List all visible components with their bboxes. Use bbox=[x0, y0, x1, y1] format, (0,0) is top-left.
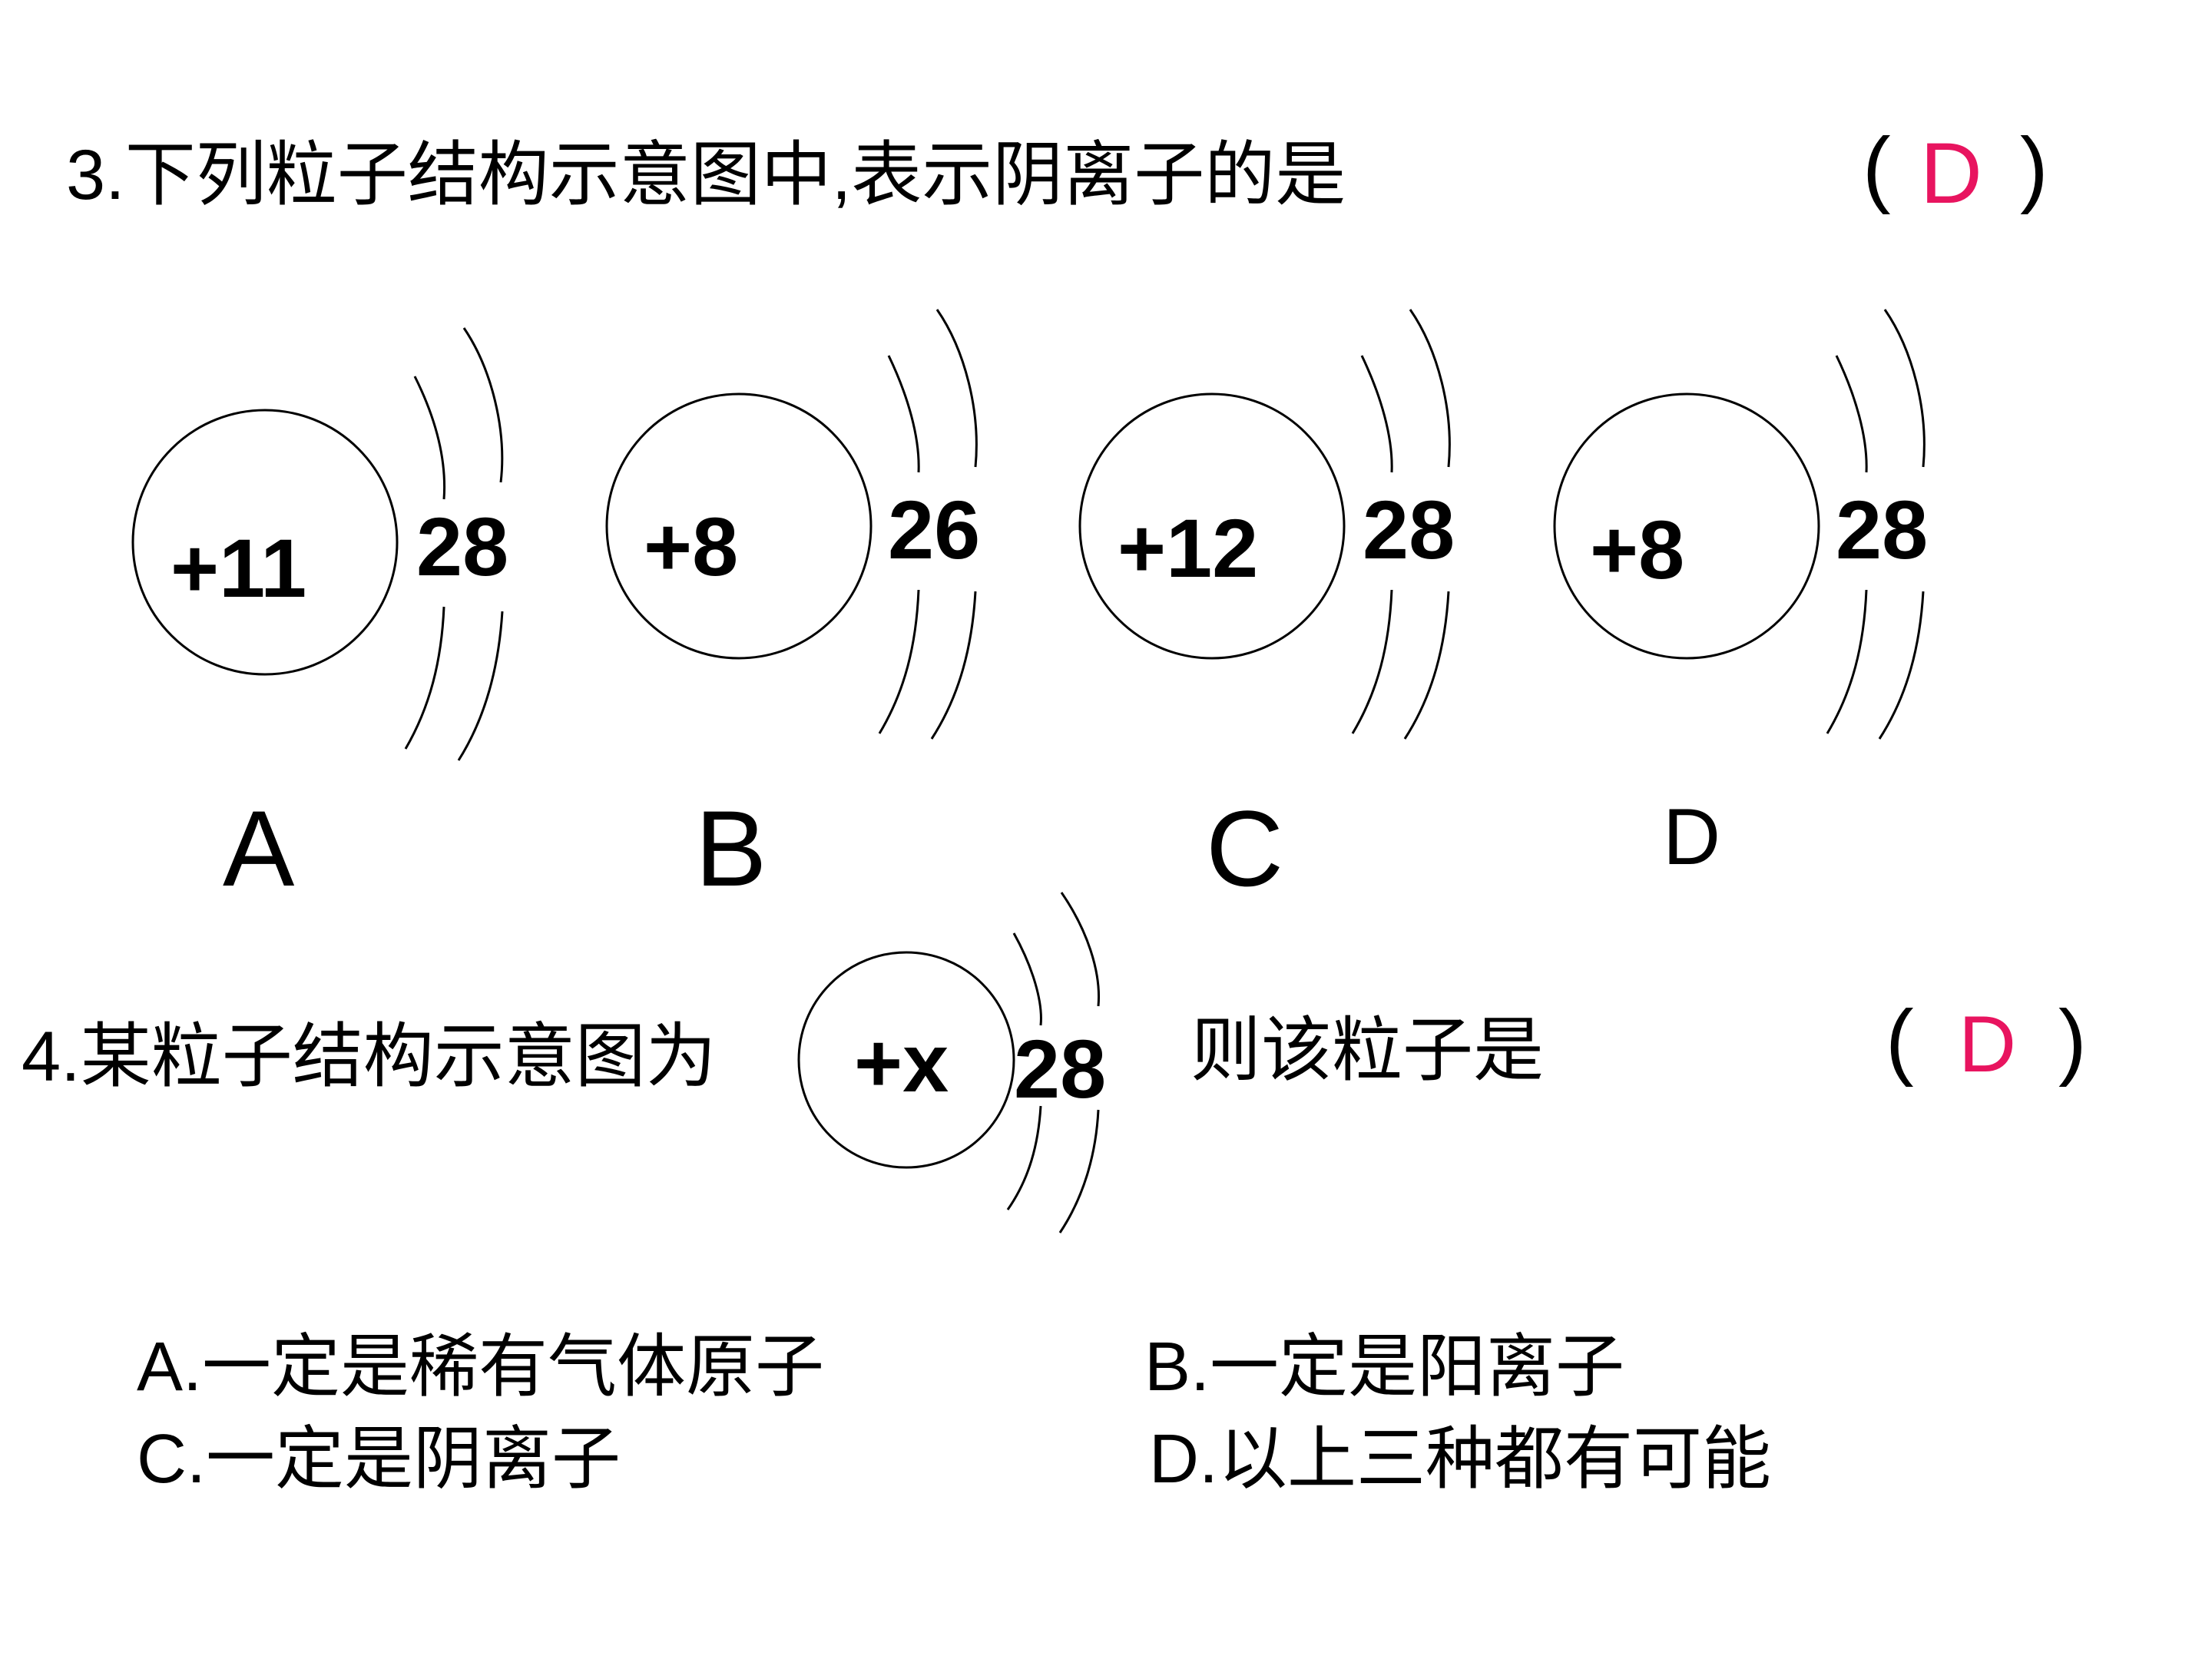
q4-option-d: D.以上三种都有可能 bbox=[1149, 1421, 1771, 1498]
diagram-d-shell-inner-top bbox=[1835, 355, 1868, 473]
q4-option-a: A.一定是稀有气体原子 bbox=[137, 1329, 825, 1406]
diagram-a-structure bbox=[131, 327, 504, 761]
q4-shell-outer-top bbox=[1060, 892, 1101, 1007]
q4-nucleus-charge: +x bbox=[854, 1016, 949, 1109]
diagram-a-label: A bbox=[223, 788, 295, 909]
q4-shell-inner-top bbox=[1012, 932, 1042, 1026]
diagram-b-shell-inner-top bbox=[887, 355, 920, 473]
q4-paren-open: ( bbox=[1886, 993, 1914, 1088]
q4-paren-close: ) bbox=[2058, 993, 2087, 1088]
q4-answer: D bbox=[1959, 1000, 2017, 1089]
q3-question-text: 3.下列粒子结构示意图中,表示阴离子的是 bbox=[66, 136, 1346, 214]
diagram-b-nucleus-circle bbox=[605, 392, 873, 660]
diagram-d-label: D bbox=[1663, 793, 1721, 882]
diagram-b-structure bbox=[605, 309, 978, 740]
diagram-b-label: B bbox=[695, 788, 767, 909]
diagram-b-shell-outer-bottom bbox=[930, 591, 977, 740]
diagram-a-shell-inner-top bbox=[413, 376, 446, 500]
diagram-d-shell-outer-top bbox=[1883, 309, 1926, 468]
diagram-b-electron-counts: 26 bbox=[888, 483, 981, 576]
diagram-d-nucleus-circle bbox=[1553, 392, 1820, 660]
diagram-c-label: C bbox=[1206, 788, 1284, 909]
q4-nucleus-circle bbox=[797, 951, 1015, 1169]
q4-diagram-structure bbox=[797, 892, 1101, 1233]
diagram-d-shell-outer-bottom bbox=[1878, 591, 1925, 740]
q4-electron-counts: 28 bbox=[1014, 1022, 1107, 1115]
q4-shell-inner-bottom bbox=[1006, 1105, 1042, 1210]
diagram-b-shell-inner-bottom bbox=[878, 589, 920, 734]
diagram-c-shell-inner-bottom bbox=[1351, 589, 1393, 734]
diagram-d-nucleus-charge: +8 bbox=[1590, 503, 1685, 596]
diagram-a-shell-outer-top bbox=[462, 327, 504, 483]
diagram-d-shell-inner-bottom bbox=[1826, 589, 1868, 734]
q4-question-text-after: 则该粒子是 bbox=[1190, 1012, 1545, 1090]
diagram-a-shell-inner-bottom bbox=[404, 606, 445, 750]
q4-option-b: B.一定是阳离子 bbox=[1144, 1329, 1625, 1406]
diagram-a-shell-outer-bottom bbox=[457, 611, 504, 761]
diagram-c-shell-inner-top bbox=[1360, 355, 1393, 473]
diagram-b-shell-outer-top bbox=[935, 309, 978, 468]
diagram-c-structure bbox=[1078, 309, 1451, 740]
diagram-c-electron-counts: 28 bbox=[1363, 483, 1455, 576]
diagram-d-structure bbox=[1553, 309, 1926, 740]
q4-shell-outer-bottom bbox=[1058, 1109, 1100, 1233]
diagram-a-nucleus-charge: +11 bbox=[171, 522, 307, 614]
diagram-a-nucleus-circle bbox=[131, 409, 399, 676]
diagram-c-nucleus-charge: +12 bbox=[1118, 502, 1259, 594]
diagram-a-electron-counts: 28 bbox=[416, 500, 509, 593]
q3-answer: D bbox=[1920, 125, 1982, 221]
q4-question-text-before: 4.某粒子结构示意图为 bbox=[22, 1018, 717, 1096]
diagram-b-nucleus-charge: +8 bbox=[644, 500, 739, 593]
diagram-d-electron-counts: 28 bbox=[1836, 483, 1929, 576]
q3-paren-open: ( bbox=[1863, 121, 1891, 215]
q4-option-c: C.一定是阴离子 bbox=[137, 1421, 621, 1498]
diagram-c-shell-outer-bottom bbox=[1403, 591, 1450, 740]
diagram-c-nucleus-circle bbox=[1078, 392, 1346, 660]
q3-paren-close: ) bbox=[2020, 121, 2048, 215]
diagram-c-shell-outer-top bbox=[1409, 309, 1451, 468]
